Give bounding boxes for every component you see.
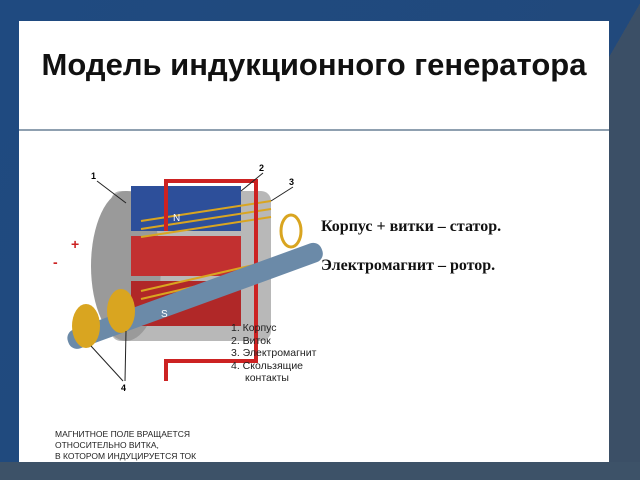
slide-title: Модель индукционного генератора [41,47,587,82]
callout-1: 1 [91,171,96,181]
callout-3: 3 [289,177,294,187]
slide: Модель индукционного генератора N S 1 2 … [19,21,609,462]
electromagnet-middle [131,236,241,276]
pole-n: N [173,213,180,224]
legend-item: 4. Скользящие [231,359,304,372]
bottom-band [0,462,640,480]
slip-ring-1 [72,304,100,348]
title-divider [19,129,609,131]
diagram-legend: 1. Корпус 2. Виток 3. Электромагнит 4. С… [231,322,316,385]
legend-item: 3. Электромагнит [231,347,317,359]
pole-s: S [161,309,168,320]
slip-ring-2 [107,289,135,333]
caption-line: относительно витка, [55,440,159,450]
caption-line: Магнитное поле вращается [55,429,191,439]
callout-2: 2 [259,163,264,173]
statement-rotor: Электромагнит – ротор. [321,257,496,274]
callout-4: 4 [121,383,126,393]
caption-line: в котором индуцируется ток [55,451,197,461]
legend-item: 1. Корпус [231,322,277,334]
legend-item: контакты [245,372,289,384]
plus-sign: + [71,236,79,252]
generator-diagram: N S 1 2 3 4 + - [53,163,323,393]
callout-lines [90,172,294,382]
legend-item: 2. Виток [231,334,271,347]
statement-stator: Корпус + витки – статор. [321,218,502,235]
rotation-arrow [279,213,303,249]
minus-sign: - [53,254,58,270]
diagram-caption: Магнитное поле вращается относительно ви… [55,429,196,462]
